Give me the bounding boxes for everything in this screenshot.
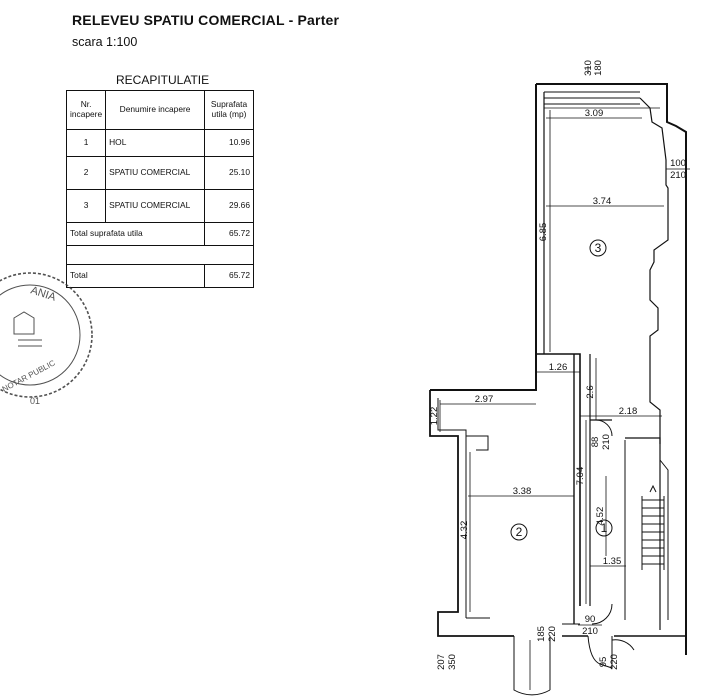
dim-label: 3.38: [513, 486, 532, 497]
room-1-walls: [536, 353, 669, 630]
opening-top-b: 180: [593, 60, 604, 76]
room-label-1: 1: [601, 521, 608, 535]
opening-labels: 310 180 100 210 88 210 90 210 207 350 18…: [436, 60, 690, 670]
table-header-row: Nr. incapere Denumire incapere Suprafata…: [65, 90, 254, 130]
recap-title: RECAPITULATIE: [116, 73, 210, 87]
row-area: 25.10: [204, 156, 254, 190]
row-name: HOL: [105, 129, 205, 157]
opening-door1-a: 88: [590, 437, 601, 448]
recap-table: Nr. incapere Denumire incapere Suprafata…: [65, 90, 254, 288]
room-labels: 3 2 1: [510, 239, 613, 541]
dim-label: 7.04: [575, 467, 586, 486]
total-row: Total 65.72: [66, 264, 254, 288]
col-header-name: Denumire incapere: [105, 90, 205, 130]
row-area: 10.96: [204, 129, 254, 157]
row-area: 29.66: [204, 189, 254, 223]
dim-label: 4.32: [459, 521, 470, 540]
stamp-text-bottom: NOTAR PUBLIC: [1, 358, 57, 394]
dim-label: 6.85: [538, 223, 549, 242]
opening-right-a: 100: [670, 158, 686, 169]
col-header-nr: Nr. incapere: [65, 90, 107, 130]
table-row: 3 SPATIU COMERCIAL 29.66: [65, 189, 254, 223]
opening-door1-b: 210: [601, 434, 612, 450]
opening-right-b: 210: [670, 170, 686, 181]
room-2-walls: [429, 354, 686, 637]
dim-label: 4.52: [595, 507, 606, 526]
opening-door2-a: 90: [585, 614, 596, 625]
notary-stamp: ANIA NOTAR PUBLIC 01: [0, 272, 93, 406]
dim-label: 2.97: [475, 394, 494, 405]
table-row: 2 SPATIU COMERCIAL 25.10: [65, 156, 254, 190]
dim-label: 1.22: [429, 407, 440, 426]
row-nr: 3: [65, 189, 107, 223]
dim-label: 1.26: [549, 362, 568, 373]
total-useful-row: Total suprafata utila 65.72: [66, 222, 254, 246]
dim-label: 1.35: [603, 556, 622, 567]
row-nr: 1: [65, 129, 107, 157]
drawing-title: RELEVEU SPATIU COMERCIAL - Parter: [72, 12, 340, 28]
drawing-scale: scara 1:100: [72, 35, 138, 49]
dimension-lines: [439, 110, 664, 612]
stamp-text-top: ANIA: [29, 284, 58, 304]
col-header-area: Suprafata utila (mp): [204, 90, 254, 130]
door-swings: [513, 419, 635, 696]
stairs: [641, 484, 665, 570]
opening-top-a: 310: [583, 60, 594, 76]
opening-bm-b: 220: [547, 626, 558, 642]
dimension-labels: 3.09 3.74 6.85 1.26 2.6 2.97 2.18 1.22 3…: [429, 108, 637, 567]
opening-br-a: 95: [598, 657, 609, 668]
table-row: 1 HOL 10.96: [65, 129, 254, 157]
row-nr: 2: [65, 156, 107, 190]
dim-label: 2.6: [585, 385, 596, 398]
total-value: 65.72: [204, 264, 254, 288]
row-name: SPATIU COMERCIAL: [105, 189, 205, 223]
opening-door2-b: 210: [582, 626, 598, 637]
dim-label: 3.74: [593, 196, 612, 207]
opening-bl-b: 350: [447, 654, 458, 670]
opening-bl-a: 207: [436, 654, 447, 670]
total-useful-value: 65.72: [204, 222, 254, 246]
opening-bm-a: 185: [536, 626, 547, 642]
dim-label: 2.18: [619, 406, 638, 417]
total-useful-label: Total suprafata utila: [66, 222, 205, 246]
dim-label: 3.09: [585, 108, 604, 119]
opening-br-b: 220: [609, 654, 620, 670]
stamp-text-side: 01: [30, 396, 40, 406]
room-label-2: 2: [516, 525, 523, 539]
room-3-walls: [535, 83, 687, 655]
room-label-3: 3: [595, 241, 602, 255]
